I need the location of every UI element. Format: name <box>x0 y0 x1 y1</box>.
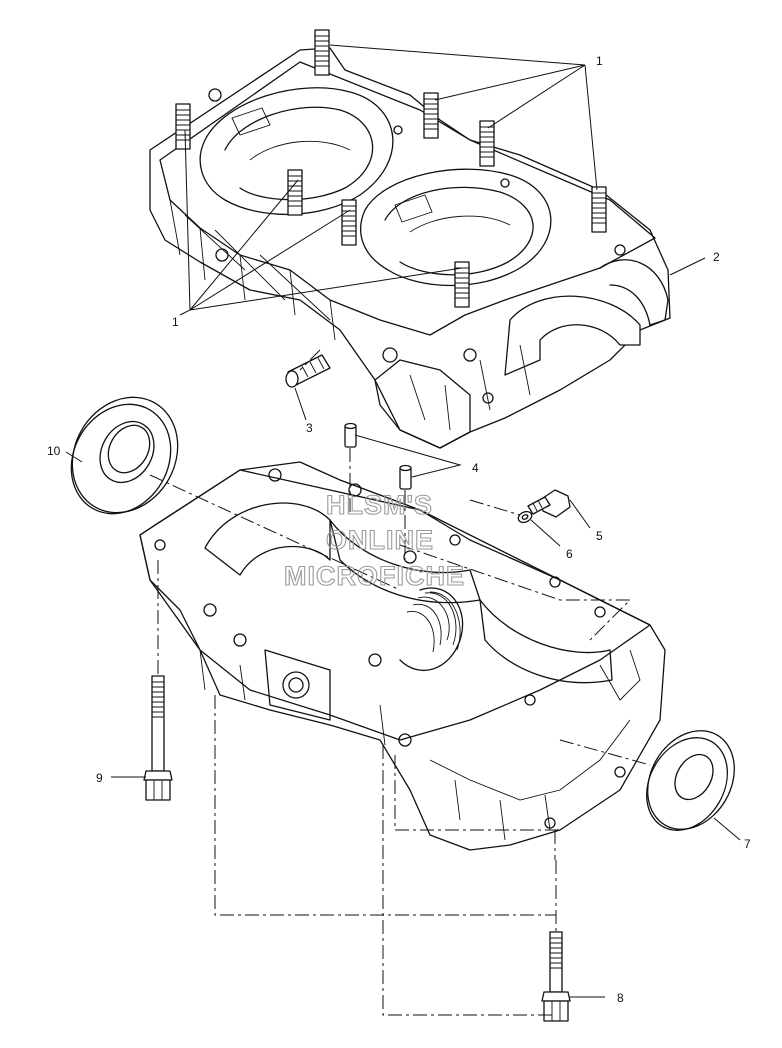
alignment-lines <box>149 349 651 1016</box>
washer-part-6 <box>517 510 533 524</box>
stud <box>341 199 357 246</box>
stud <box>314 29 330 76</box>
stud <box>175 103 191 150</box>
watermark-line-1: HLSM'S <box>326 490 433 520</box>
leader-lines <box>65 44 741 998</box>
bolt-part-9 <box>143 675 173 801</box>
stud <box>423 92 439 139</box>
callout-9: 9 <box>96 771 103 785</box>
callout-10: 10 <box>47 444 61 458</box>
callout-4: 4 <box>472 461 479 475</box>
callout-1-left: 1 <box>172 315 179 329</box>
callout-6: 6 <box>566 547 573 561</box>
stud <box>287 169 303 216</box>
bolt-part-8 <box>541 931 571 1022</box>
watermark-line-2: ONLINE <box>326 525 434 555</box>
callout-5: 5 <box>596 529 603 543</box>
upper-crankcase <box>149 47 671 449</box>
stud <box>454 261 470 308</box>
fitting-part-3 <box>285 354 331 388</box>
seal-part-10 <box>70 396 179 515</box>
callout-7: 7 <box>744 837 751 851</box>
lower-crankcase <box>139 461 666 851</box>
dowel-pins <box>344 422 412 490</box>
callout-2: 2 <box>713 250 720 264</box>
bolt-part-5 <box>527 489 571 518</box>
watermark-line-3: MICROFICHE <box>284 561 465 591</box>
callout-labels: 1 1 2 3 4 5 6 7 8 9 10 <box>47 54 751 1005</box>
seal-part-7 <box>646 730 735 831</box>
callout-3: 3 <box>306 421 313 435</box>
callout-1-top: 1 <box>596 54 603 68</box>
watermark: HLSM'S ONLINE MICROFICHE <box>283 489 465 591</box>
stud <box>591 186 607 233</box>
stud <box>479 120 495 167</box>
callout-8: 8 <box>617 991 624 1005</box>
